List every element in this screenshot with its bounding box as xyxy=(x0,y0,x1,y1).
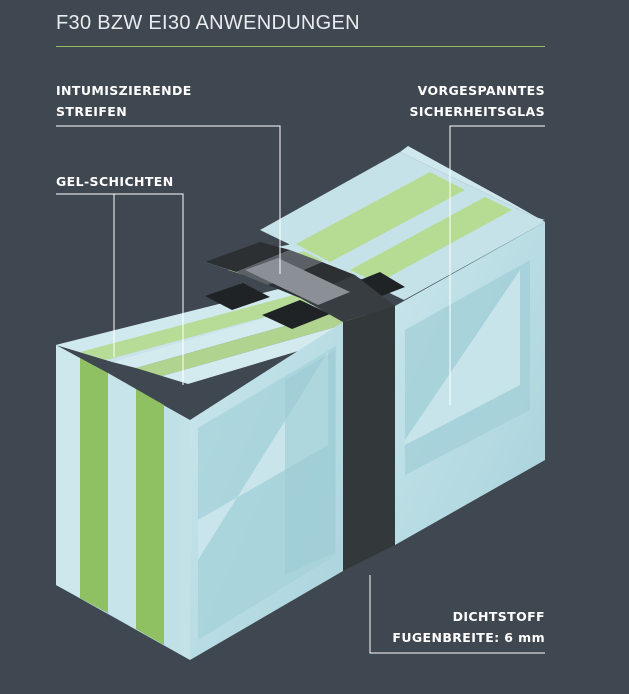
leader-gel-outer xyxy=(56,193,115,357)
tempered-glass-label-line1: VORGESPANNTES xyxy=(417,83,545,98)
leader-lines xyxy=(56,125,545,654)
intumescent-label-line2: STREIFEN xyxy=(56,104,128,119)
leader-tempered-glass xyxy=(449,125,545,405)
leader-gel-inner xyxy=(114,193,184,385)
title-underline xyxy=(56,46,545,47)
left-unit-front-face xyxy=(190,322,343,660)
tempered-glass-label-line2: SICHERHEITSGLAS xyxy=(409,104,545,119)
sealant-label: DICHTSTOFF FUGENBREITE: 6 mm xyxy=(392,606,545,648)
leader-intumescent xyxy=(56,125,281,274)
left-unit-end-face xyxy=(56,345,190,660)
sealant-joint xyxy=(205,242,405,571)
intumescent-label-line1: INTUMISZIERENDE xyxy=(56,83,192,98)
sealant-label-line2: FUGENBREITE: 6 mm xyxy=(392,630,545,645)
tempered-glass-label: VORGESPANNTES SICHERHEITSGLAS xyxy=(409,80,545,122)
right-unit-front-face xyxy=(395,222,545,545)
leader-sealant xyxy=(369,575,545,654)
gel-layers-label: GEL-SCHICHTEN xyxy=(56,171,174,192)
sealant-label-line1: DICHTSTOFF xyxy=(452,609,545,624)
gel-layers-label-line1: GEL-SCHICHTEN xyxy=(56,174,174,189)
diagram-title: F30 BZW EI30 ANWENDUNGEN xyxy=(56,12,360,34)
intumescent-strips-label: INTUMISZIERENDE STREIFEN xyxy=(56,80,192,122)
